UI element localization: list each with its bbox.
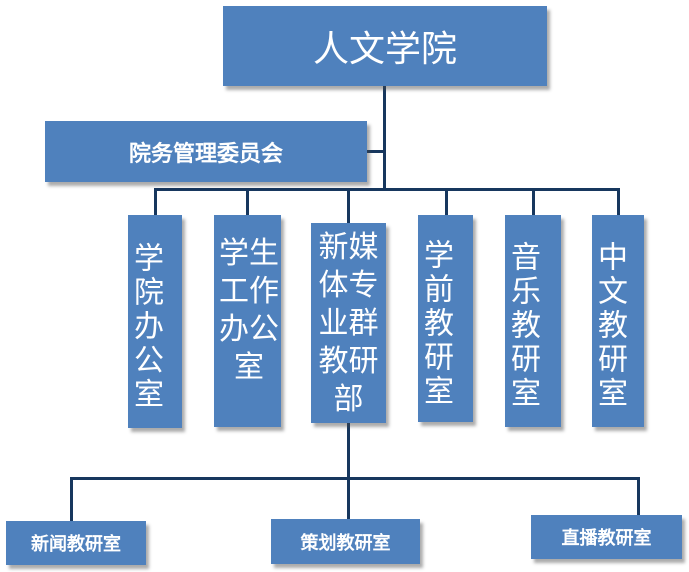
department-label: 学院办公室 (128, 241, 163, 412)
subunit-drop-2 (347, 477, 350, 519)
dept-drop-2 (246, 188, 249, 215)
committee-node-label: 院务管理委员会 (128, 141, 283, 167)
department-node: 学院办公室 (128, 215, 182, 428)
department-node: 新媒体专业群教研部 (311, 223, 386, 423)
root-node-label: 人文学院 (312, 29, 457, 70)
dept-drop-4 (445, 188, 448, 215)
department-label: 新媒体专业群教研部 (318, 230, 379, 417)
department-label: 音乐教研室 (505, 241, 540, 411)
root-trunk-line (383, 86, 386, 190)
subunit-node: 直播教研室 (531, 515, 682, 559)
dept-drop-5 (532, 188, 535, 215)
subunit-label: 策划教研室 (300, 532, 391, 554)
dept-drop-1 (154, 188, 157, 215)
department-node: 学前教研室 (418, 215, 473, 422)
department-node: 中文教研室 (592, 215, 644, 427)
committee-node: 院务管理委员会 (45, 121, 367, 182)
subunit-drop-3 (637, 477, 640, 515)
subunit-label: 直播教研室 (561, 528, 652, 549)
subunit-drop-1 (70, 477, 73, 521)
department-node: 学生工作办公室 (214, 215, 281, 427)
committee-connector-line (367, 150, 385, 153)
dept-drop-6 (617, 188, 620, 215)
department-label: 中文教研室 (592, 241, 627, 411)
department-label: 学生工作办公室 (219, 236, 279, 385)
subunit-trunk-line (347, 423, 350, 478)
dept-drop-3 (347, 188, 350, 223)
department-node: 音乐教研室 (505, 215, 561, 427)
root-node: 人文学院 (223, 6, 547, 86)
departments-bus-line (154, 188, 619, 191)
subunit-label: 新闻教研室 (31, 534, 121, 555)
subunits-bus-line (70, 477, 640, 480)
subunit-node: 策划教研室 (271, 519, 420, 564)
department-label: 学前教研室 (418, 238, 453, 409)
subunit-node: 新闻教研室 (6, 521, 146, 565)
